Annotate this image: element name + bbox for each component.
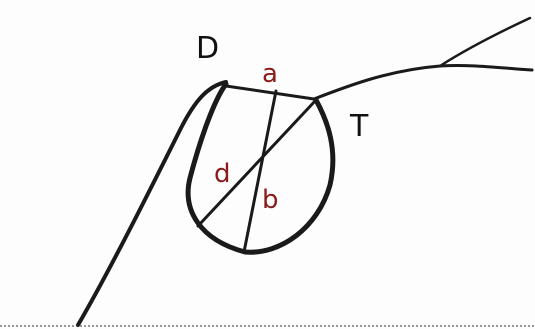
label-segment-d: d (214, 159, 231, 189)
label-segment-a: a (262, 59, 278, 89)
label-t-point: T (349, 109, 369, 144)
left-stem-curve (78, 82, 226, 325)
right-branch-main (314, 65, 532, 99)
right-branch-upper (440, 18, 530, 66)
label-d-point: D (196, 31, 219, 66)
label-segment-b: b (262, 185, 279, 215)
